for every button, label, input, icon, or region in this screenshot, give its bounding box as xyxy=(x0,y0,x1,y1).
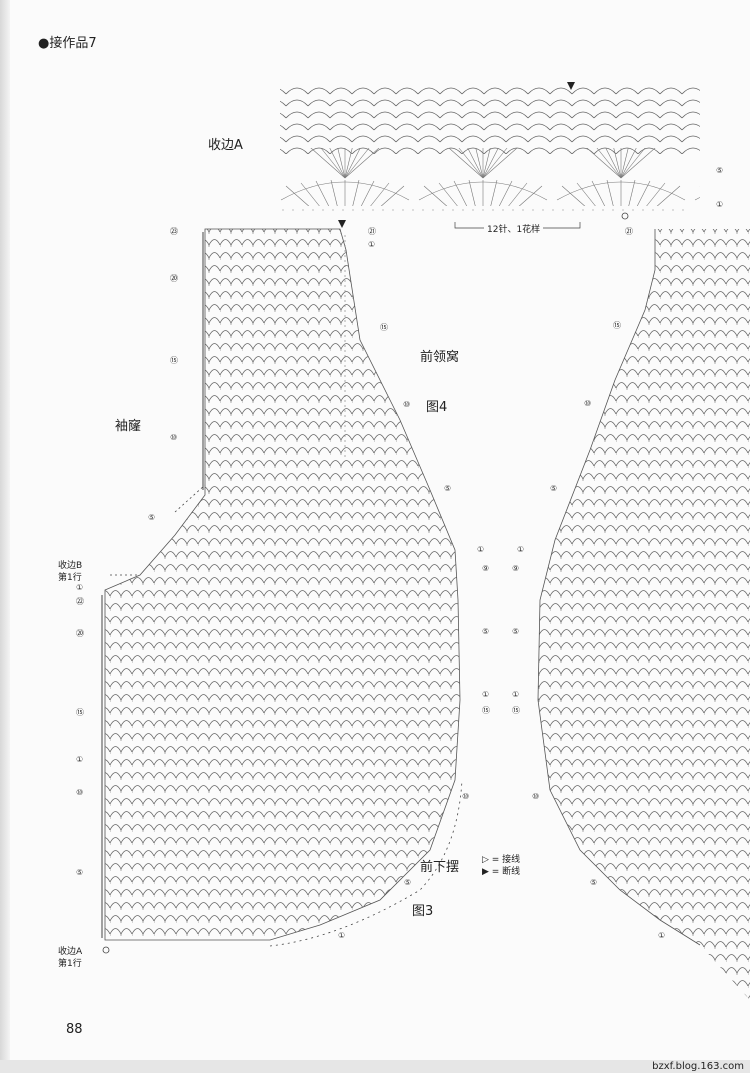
row-number: ⑤ xyxy=(76,868,84,877)
row-number: ⑤ xyxy=(512,627,520,636)
edging-b-row1-label: 第1行 xyxy=(58,573,82,583)
edging-a-bottom-label: 收边A xyxy=(58,947,83,957)
row-number: ⑩ xyxy=(532,792,540,801)
row-number: ⑤ xyxy=(148,513,156,522)
row-number: ① xyxy=(512,690,520,699)
row-number: ⑩ xyxy=(403,400,411,409)
legend-join: ▷ = 接线 xyxy=(482,855,521,865)
page-binding-edge xyxy=(0,0,10,1073)
page-number: 88 xyxy=(66,1022,83,1037)
row-number: ⑨ xyxy=(512,564,520,573)
row-number: ① xyxy=(477,545,485,554)
front-panel-left-chart xyxy=(105,229,460,940)
figure-4-label: 图4 xyxy=(426,400,448,415)
row-number: ⑮ xyxy=(76,708,84,717)
front-panel-right-chart xyxy=(538,229,750,1000)
row-number: ⑩ xyxy=(462,792,470,801)
row-number: ㉑ xyxy=(625,227,633,236)
row-number: ㉒ xyxy=(76,597,84,606)
row-number: ① xyxy=(368,240,376,249)
row-number: ⑮ xyxy=(482,706,490,715)
row-number: ⑤ xyxy=(482,627,490,636)
section-title-text: 接作品7 xyxy=(49,36,97,51)
row-number: ① xyxy=(76,755,84,764)
row-number: ㉓ xyxy=(170,227,178,236)
row-number: ⑤ xyxy=(716,166,724,175)
row-number: ⑮ xyxy=(512,706,520,715)
edging-a-row1-label: 第1行 xyxy=(58,959,82,969)
row-number: ⑩ xyxy=(76,788,84,797)
row-number: ⑤ xyxy=(404,878,412,887)
row-number: ① xyxy=(338,931,346,940)
row-number: ⑤ xyxy=(444,484,452,493)
row-number: ① xyxy=(716,200,724,209)
row-number: ① xyxy=(658,931,666,940)
row-number: ⑮ xyxy=(613,321,621,330)
row-number: ① xyxy=(482,690,490,699)
repeat-note: 12针、1花样 xyxy=(484,222,544,235)
footer-url: bzxf.blog.163.com xyxy=(652,1061,744,1072)
figure-3-label: 图3 xyxy=(412,904,434,919)
section-title: ●接作品7 xyxy=(38,32,97,51)
sleeve-hole-label: 袖窿 xyxy=(115,419,142,434)
row-number: ㉑ xyxy=(368,227,376,236)
row-number: ① xyxy=(76,583,84,592)
row-number: ⑳ xyxy=(170,274,178,283)
edging-a-label: 收边A xyxy=(208,138,243,153)
row-number: ① xyxy=(517,545,525,554)
front-hem-label: 前下摆 xyxy=(420,860,460,875)
edging-a-chart xyxy=(280,82,700,229)
row-number: ⑤ xyxy=(590,878,598,887)
row-number: ⑳ xyxy=(76,629,84,638)
row-number: ⑮ xyxy=(380,323,388,332)
row-number: ⑮ xyxy=(170,356,178,365)
legend-cut: ▶ = 断线 xyxy=(482,867,521,877)
footer-bar xyxy=(0,1060,750,1073)
row-number: ⑤ xyxy=(550,484,558,493)
row-number: ⑩ xyxy=(170,433,178,442)
front-neck-label: 前领窝 xyxy=(420,350,460,365)
edging-b-label: 收边B xyxy=(58,561,83,571)
row-number: ⑨ xyxy=(482,564,490,573)
row-number: ⑩ xyxy=(584,399,592,408)
bullet-icon: ● xyxy=(38,36,50,51)
